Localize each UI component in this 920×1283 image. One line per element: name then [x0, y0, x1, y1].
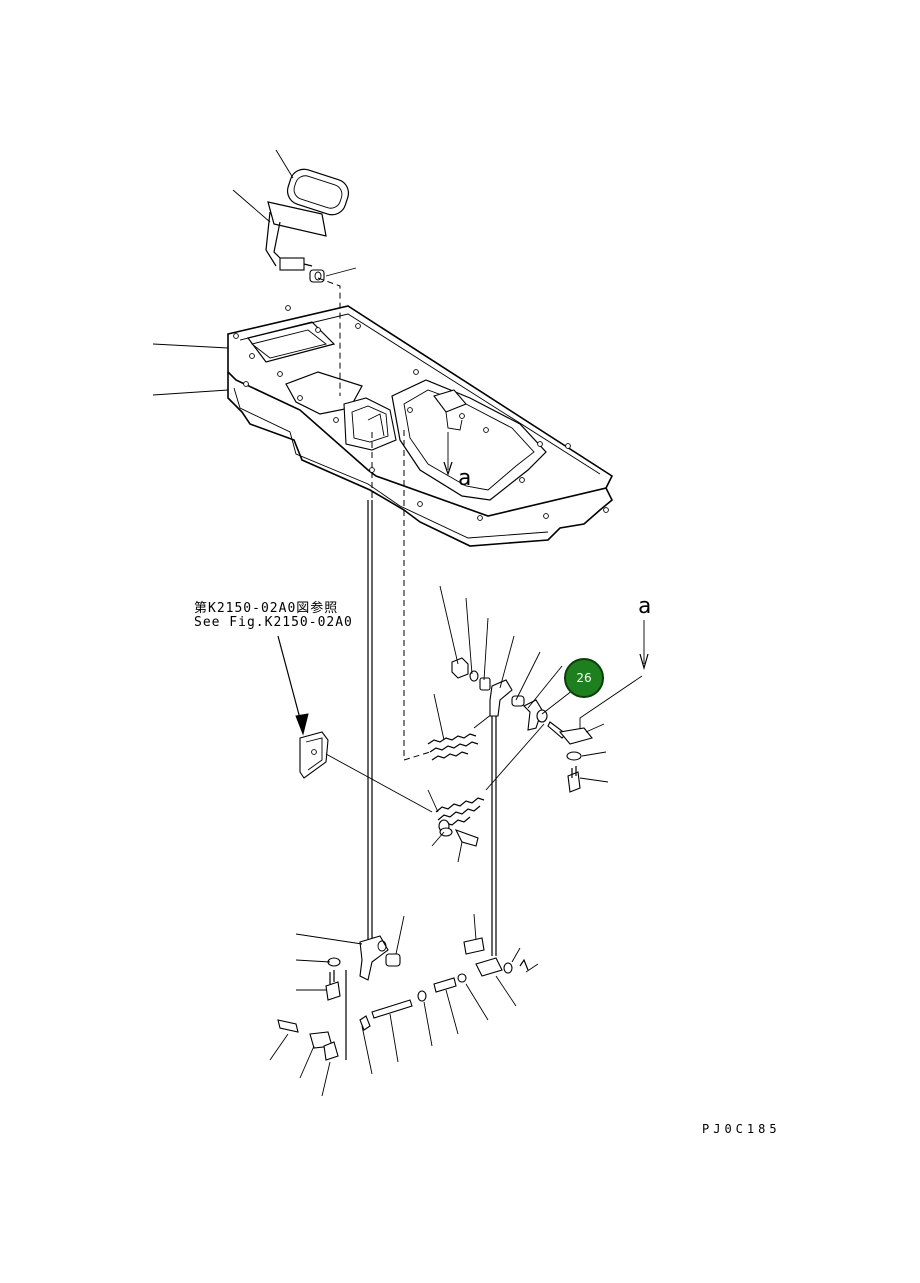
- leader-lines-top: [152, 149, 357, 396]
- upper-spring-cluster: [427, 657, 593, 793]
- lower-spring: [435, 723, 545, 847]
- floor-plate: [227, 305, 614, 547]
- pedal-assembly: [265, 168, 350, 283]
- reference-note-japanese: 第K2150-02A0図参照: [194, 601, 339, 616]
- leader-lines-lower: [269, 585, 609, 1097]
- view-label-a-top: a: [458, 466, 472, 491]
- linkage-rods: [367, 500, 497, 956]
- view-arrow-right: [579, 620, 649, 730]
- reference-note-english: See Fig.K2150-02A0: [194, 615, 353, 630]
- alignment-lines: [317, 277, 453, 761]
- drawing-code: PJ0C185: [702, 1122, 781, 1136]
- lower-push-rod: [359, 937, 529, 1031]
- lower-lever-left: [277, 935, 401, 1061]
- spring-bracket: [299, 731, 433, 813]
- part-callout-26[interactable]: 26: [564, 658, 604, 698]
- reference-arrow: [277, 635, 309, 736]
- view-label-a-right: a: [638, 594, 652, 619]
